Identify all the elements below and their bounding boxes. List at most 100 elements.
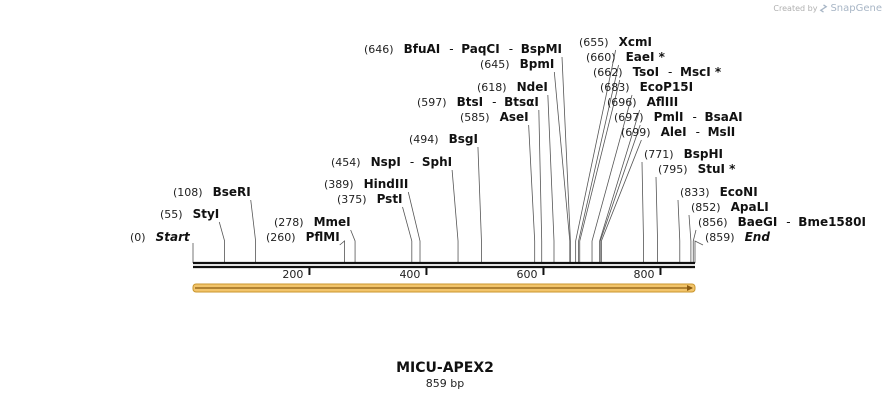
site-label-7: (454)NspI-SphI <box>331 155 452 169</box>
site-label-12: (645) BpmI <box>480 57 554 71</box>
site-label-9: (585) AseI <box>460 110 529 124</box>
site-separator: - <box>492 95 496 109</box>
site-leader-line <box>578 64 619 263</box>
site-label-24: (852)ApaLI <box>691 200 769 214</box>
site-leader-line <box>599 124 641 263</box>
enzyme-name: StyI <box>193 207 220 221</box>
site-position: (683) <box>600 81 630 94</box>
site-leader-lines <box>192 49 704 263</box>
site-leader-line <box>402 206 413 263</box>
site-label-20: (699) AleI-MslI <box>621 125 735 139</box>
site-leader-line <box>579 79 621 263</box>
site-position: (585) <box>460 111 490 124</box>
site-position: (260) <box>266 231 296 244</box>
site-position: (108) <box>173 186 203 199</box>
site-position: (795) <box>658 163 688 176</box>
site-leader-line <box>688 214 692 263</box>
sequence-backbone <box>193 261 695 269</box>
enzyme-name: MslI <box>708 125 736 139</box>
site-leader-line <box>677 199 681 263</box>
ruler-tick-label: 600 <box>516 268 537 281</box>
site-position: (859) <box>705 231 735 244</box>
site-position: (697) <box>614 111 644 124</box>
site-separator: - <box>696 125 700 139</box>
snapgene-watermark: Created by SnapGene <box>773 3 882 14</box>
enzyme-name: BpmI <box>520 57 555 71</box>
enzyme-name: PmlI <box>654 110 684 124</box>
site-position: (645) <box>480 58 510 71</box>
site-separator: - <box>449 42 453 56</box>
enzyme-name: TsoI <box>633 65 659 79</box>
site-label-22: (795) StuI * <box>658 162 736 176</box>
enzyme-name: AflIII <box>647 95 679 109</box>
enzyme-name: MmeI <box>314 215 351 229</box>
site-position: (662) <box>593 66 623 79</box>
site-label-0: (0) Start <box>130 230 191 244</box>
enzyme-name: EcoP15I <box>640 80 694 94</box>
site-separator: - <box>668 65 672 79</box>
site-position: (494) <box>409 133 439 146</box>
enzyme-name: Bme1580I <box>798 215 866 229</box>
site-leader-line <box>477 146 482 263</box>
site-position: (278) <box>274 216 304 229</box>
enzyme-name: BfuAI <box>404 42 441 56</box>
site-position: (660) <box>586 51 616 64</box>
site-leader-line <box>250 199 257 263</box>
site-leader-line <box>600 139 642 263</box>
site-position: (856) <box>698 216 728 229</box>
site-leader-line <box>451 169 459 263</box>
site-position: (833) <box>680 186 710 199</box>
sequence-end-marker: Start <box>156 230 191 244</box>
site-position: (699) <box>621 126 651 139</box>
enzyme-name: BspHI <box>684 147 723 161</box>
enzyme-name: PstI <box>377 192 403 206</box>
site-label-2: (108) BseRI <box>173 185 251 199</box>
site-label-8: (494) BsgI <box>409 132 478 146</box>
site-leader-line <box>575 49 617 263</box>
site-leader-line <box>599 109 641 263</box>
site-label-25: (856)BaeGI-Bme1580I <box>698 215 866 229</box>
ruler-tick-label: 800 <box>633 268 654 281</box>
enzyme-name: SphI <box>422 155 452 169</box>
site-leader-line <box>694 240 704 263</box>
enzyme-name: PaqCI <box>461 42 499 56</box>
site-label-11: (618)NdeI <box>477 80 548 94</box>
enzyme-name: BsgI <box>449 132 478 146</box>
watermark-prefix: Created by <box>773 4 818 13</box>
enzyme-name: BtsI <box>457 95 484 109</box>
site-position: (597) <box>417 96 447 109</box>
site-leader-line <box>553 71 571 263</box>
site-position: (454) <box>331 156 361 169</box>
enzyme-name: NspI <box>371 155 401 169</box>
site-label-18: (696) AflIII <box>607 95 678 109</box>
site-position: (0) <box>130 231 146 244</box>
site-label-3: (260)PflMI <box>266 230 340 244</box>
watermark-brand: SnapGene <box>830 3 882 14</box>
enzyme-name: AseI <box>500 110 529 124</box>
snapgene-logo-icon <box>820 4 828 13</box>
enzyme-name: ApaLI <box>731 200 769 214</box>
site-position: (655) <box>579 36 609 49</box>
site-label-10: (597) BtsI-BtsαI <box>417 95 539 109</box>
site-leader-line <box>339 240 345 263</box>
enzyme-name: StuI * <box>698 162 737 176</box>
site-position: (771) <box>644 148 674 161</box>
site-position: (618) <box>477 81 507 94</box>
site-label-26: (859)End <box>705 230 770 244</box>
site-label-14: (655)XcmI <box>579 35 652 49</box>
site-position: (55) <box>160 208 183 221</box>
enzyme-name: EcoNI <box>720 185 758 199</box>
enzyme-name: BtsαI <box>504 95 539 109</box>
enzyme-name: BseRI <box>213 185 251 199</box>
site-label-16: (662)TsoI-MscI * <box>593 65 722 79</box>
enzyme-name: AleI <box>661 125 687 139</box>
site-label-13: (646)BfuAI-PaqCI-BspMI <box>364 42 562 56</box>
site-label-15: (660)EaeI * <box>586 50 666 64</box>
feature-arrow <box>192 283 696 293</box>
site-position: (696) <box>607 96 637 109</box>
site-label-1: (55) StyI <box>160 207 219 221</box>
site-labels: (0) Start (55) StyI (108) BseRI (260)PflMI(278… <box>130 35 866 244</box>
site-label-5: (375)PstI <box>337 192 403 206</box>
construct-length: 859 bp <box>425 377 465 390</box>
